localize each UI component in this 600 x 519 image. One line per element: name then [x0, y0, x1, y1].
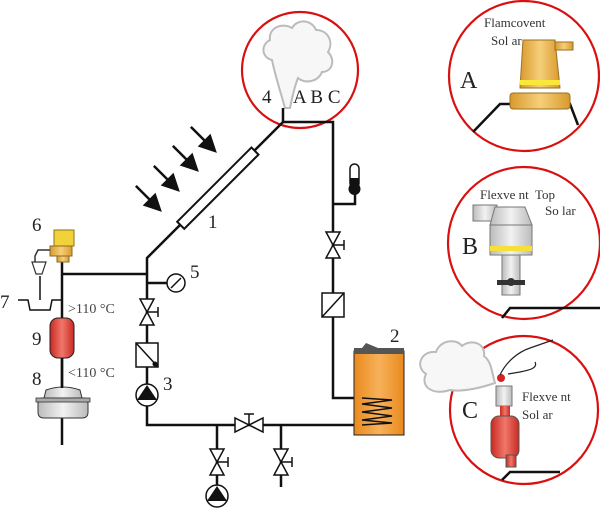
- detail-a-name-line1: Flamcovent: [484, 15, 546, 30]
- detail-c-letter: C: [462, 398, 478, 424]
- steam-cloud-icon: [262, 20, 334, 109]
- safety-valve: [31, 229, 75, 300]
- vent-detail-ring: [240, 10, 360, 130]
- valve-icon[interactable]: [272, 448, 293, 476]
- valve-icon[interactable]: [138, 298, 159, 326]
- detail-a-name-line2: Sol ar: [491, 33, 522, 48]
- label-collector: 1: [208, 212, 218, 233]
- label-gauge: 5: [190, 262, 200, 283]
- detail-c-name-line2: Sol ar: [522, 407, 553, 422]
- detail-a: Flamcovent Sol ar A: [447, 0, 600, 153]
- label-pump: 3: [163, 374, 173, 395]
- detail-c: Flexve nt Sol ar C: [419, 334, 600, 486]
- label-safety-valve: 6: [32, 215, 42, 236]
- hand-icon: [499, 339, 554, 376]
- pre-vessel: [49, 317, 75, 359]
- detail-b-letter: B: [462, 234, 478, 260]
- valve-icon[interactable]: [208, 448, 229, 476]
- pressure-gauge-icon: [166, 273, 186, 293]
- temp-above-label: >110 °C: [68, 302, 115, 317]
- label-pre-vessel: 9: [32, 329, 42, 350]
- label-expansion-vessel: 8: [32, 369, 42, 390]
- detail-b-name-line1: Flexve nt Top: [480, 187, 555, 202]
- steam-cloud-icon: [419, 340, 497, 393]
- thermometer-icon: [348, 163, 361, 195]
- valve-icon[interactable]: [324, 231, 345, 259]
- flow-meter-icon: [135, 342, 159, 368]
- sunlight-arrows-icon: [134, 125, 217, 212]
- solar-collector: [175, 146, 260, 231]
- label-tank: 2: [390, 326, 400, 347]
- label-vent-point: 4: [262, 87, 272, 108]
- detail-c-name-line1: Flexve nt: [522, 389, 571, 404]
- temp-below-label: <110 °C: [68, 366, 115, 381]
- flow-meter-icon: [321, 292, 345, 318]
- pump-icon: [135, 383, 159, 407]
- expansion-vessel: [35, 386, 91, 419]
- label-drain: 7: [0, 292, 10, 313]
- detail-a-letter: A: [460, 68, 478, 94]
- drain-funnel: [18, 299, 62, 311]
- detail-b: Flexve nt Top So lar B: [446, 165, 600, 321]
- pump-icon: [205, 484, 229, 508]
- detail-b-name-line2: So lar: [545, 203, 576, 218]
- valve-icon[interactable]: [234, 413, 264, 434]
- label-detail-ref: A B C: [293, 87, 341, 108]
- storage-tank: [353, 343, 405, 436]
